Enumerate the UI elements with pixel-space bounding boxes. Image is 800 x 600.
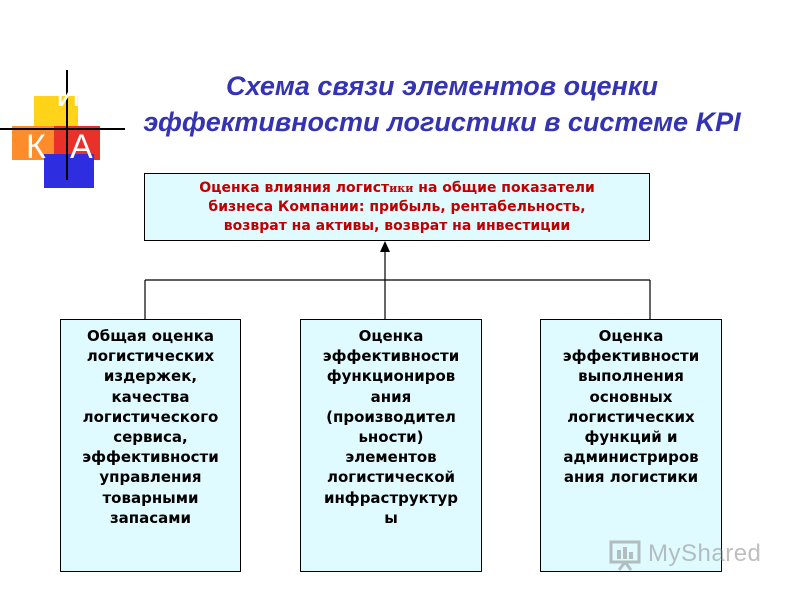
box-line: товарными xyxy=(102,488,199,507)
top-summary-box: Оценка влияния логистики на общие показа… xyxy=(144,173,650,241)
box-line: ьности) xyxy=(358,428,424,447)
box-line: элементов xyxy=(345,448,437,467)
logo-horizontal-line xyxy=(0,128,125,130)
box-line: ания xyxy=(370,387,412,406)
box-line: качества xyxy=(111,387,190,406)
box-line: инфраструктур xyxy=(323,488,459,507)
box-line: функциониров xyxy=(326,367,456,386)
box-line: сервиса, xyxy=(113,428,188,447)
box-line: Общая оценка xyxy=(86,327,215,345)
logo-letter-i: И xyxy=(56,76,81,114)
logo-yellow-square xyxy=(34,96,78,130)
box-line: запасами xyxy=(109,508,192,527)
box-line: эффективности xyxy=(82,448,219,467)
top-box-line-3: возврат на активы, возврат на инвестиции xyxy=(223,218,571,234)
box-line: ы xyxy=(384,508,398,527)
box-line: логистических xyxy=(86,347,215,366)
box-line: издержек, xyxy=(103,367,198,386)
logo-letter-a: А xyxy=(70,128,93,166)
top-box-line-1-part-3: на общие показатели xyxy=(413,180,595,196)
box-infrastructure-efficiency: Оценка эффективности функциониров ания (… xyxy=(300,319,482,572)
logo-blue-square xyxy=(44,154,94,188)
top-box-line-1-part-2: ики xyxy=(389,182,414,195)
top-box-line-1: Оценка влияния логистики на общие показа… xyxy=(153,179,641,198)
box-line: управления xyxy=(99,468,202,487)
box-line: эффективности xyxy=(562,347,700,366)
slide-title-line-2: эффективности логистики в системе KPI xyxy=(143,107,741,137)
box-line: логистических xyxy=(567,407,695,426)
box-logistics-costs: Общая оценка логистических издержек, кач… xyxy=(60,319,241,572)
box-line: Оценка xyxy=(598,327,664,345)
logo: И К А xyxy=(0,70,130,190)
box-line: функций и xyxy=(584,428,678,447)
top-box-line-1-part-1: Оценка влияния логист xyxy=(199,180,390,196)
box-line: ания логистики xyxy=(563,468,699,487)
box-line: основных xyxy=(589,387,673,406)
box-line: администриров xyxy=(563,448,699,467)
watermark-text: MyShared xyxy=(648,540,762,567)
logo-vertical-line xyxy=(66,70,68,180)
box-line: логистической xyxy=(326,468,456,487)
box-line: (производител xyxy=(326,407,456,426)
box-line: выполнения xyxy=(578,367,684,386)
arrow-up-icon xyxy=(380,241,390,252)
watermark: MyShared xyxy=(608,538,788,574)
box-line: Оценка xyxy=(358,327,424,345)
slide-title: Схема связи элементов оценки эффективнос… xyxy=(92,68,792,140)
slide-title-line-1: Схема связи элементов оценки xyxy=(226,71,658,101)
box-line: логистического xyxy=(82,407,219,426)
box-logistics-functions: Оценка эффективности выполнения основных… xyxy=(540,319,722,572)
logo-letter-k: К xyxy=(26,128,46,166)
top-box-line-2: бизнеса Компании: прибыль, рентабельност… xyxy=(208,199,586,215)
presentation-board-icon xyxy=(609,540,641,571)
box-line: эффективности xyxy=(322,347,460,366)
